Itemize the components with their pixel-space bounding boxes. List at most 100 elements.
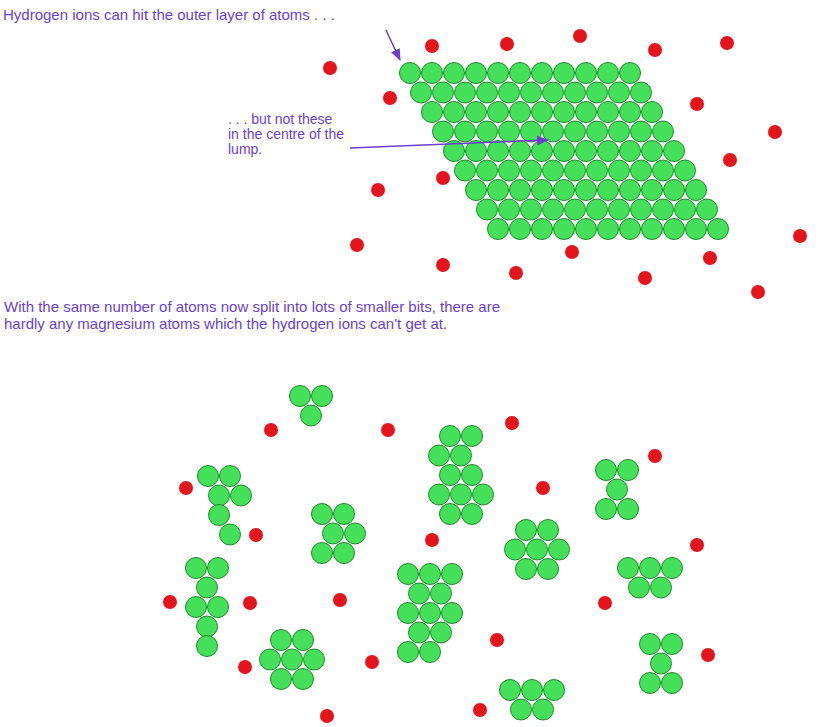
magnesium-atom (664, 141, 685, 162)
magnesium-atom (664, 180, 685, 201)
magnesium-atom (312, 504, 333, 525)
magnesium-atom (609, 160, 630, 181)
magnesium-atom (198, 466, 219, 487)
magnesium-atom (538, 520, 559, 541)
magnesium-atom (440, 465, 461, 486)
magnesium-atom (686, 219, 707, 240)
magnesium-atom (642, 180, 663, 201)
hydrogen-ion (573, 29, 587, 43)
magnesium-atom (208, 558, 229, 579)
magnesium-atom (186, 597, 207, 618)
magnesium-atom (473, 484, 494, 505)
hydrogen-ion (638, 271, 652, 285)
magnesium-atom (505, 539, 526, 560)
magnesium-atom (510, 219, 531, 240)
magnesium-atom (620, 63, 641, 84)
note-label: With the same number of atoms now split … (4, 298, 514, 332)
magnesium-atom (522, 680, 543, 701)
magnesium-atom (477, 121, 498, 142)
hydrogen-ion (648, 449, 662, 463)
hydrogen-ion (163, 595, 177, 609)
magnesium-atom (197, 577, 218, 598)
magnesium-atom (686, 180, 707, 201)
magnesium-atom (598, 219, 619, 240)
magnesium-atom (620, 141, 641, 162)
magnesium-atom (521, 199, 542, 220)
magnesium-atom (422, 63, 443, 84)
magnesium-atom (620, 180, 641, 201)
magnesium-atom (532, 141, 553, 162)
magnesium-atom (629, 577, 650, 598)
magnesium-atom (543, 82, 564, 103)
magnesium-atom (398, 642, 419, 663)
magnesium-atom (554, 180, 575, 201)
hydrogen-ion (264, 423, 278, 437)
magnesium-atom (565, 160, 586, 181)
hydrogen-ion (365, 655, 379, 669)
magnesium-atom (488, 63, 509, 84)
magnesium-atom (651, 577, 672, 598)
magnesium-atom (442, 564, 463, 585)
magnesium-atom (642, 141, 663, 162)
magnesium-atom (640, 634, 661, 655)
magnesium-atom (477, 160, 498, 181)
magnesium-atom (231, 485, 252, 506)
magnesium-atom (422, 102, 443, 123)
magnesium-atom (516, 559, 537, 580)
magnesium-atom (596, 460, 617, 481)
hydrogen-ion (436, 258, 450, 272)
magnesium-atom (543, 160, 564, 181)
magnesium-atom (516, 520, 537, 541)
magnesium-atom (576, 141, 597, 162)
magnesium-atom (596, 499, 617, 520)
magnesium-atom (554, 219, 575, 240)
magnesium-atom (565, 199, 586, 220)
magnesium-atom (208, 597, 229, 618)
magnesium-atom (220, 524, 241, 545)
magnesium-atom (304, 649, 325, 670)
magnesium-atom (511, 699, 532, 720)
magnesium-atom (271, 669, 292, 690)
magnesium-atom (499, 82, 520, 103)
magnesium-atom (455, 82, 476, 103)
magnesium-atom (576, 219, 597, 240)
magnesium-atom (532, 63, 553, 84)
magnesium-atom (409, 622, 430, 643)
magnesium-atom (334, 543, 355, 564)
magnesium-atom (565, 121, 586, 142)
leader-line (386, 30, 400, 60)
magnesium-atom (640, 558, 661, 579)
magnesium-atom (488, 141, 509, 162)
hydrogen-ion (703, 251, 717, 265)
magnesium-atom (455, 121, 476, 142)
hydrogen-ion (690, 538, 704, 552)
magnesium-atom (500, 680, 521, 701)
magnesium-atom (598, 141, 619, 162)
magnesium-atom (462, 426, 483, 447)
magnesium-atom (697, 199, 718, 220)
magnesium-atom (554, 63, 575, 84)
magnesium-atom (499, 121, 520, 142)
leader-line (350, 140, 548, 148)
magnesium-atom (532, 219, 553, 240)
hydrogen-ion (723, 153, 737, 167)
magnesium-atom (653, 160, 674, 181)
magnesium-atom (451, 484, 472, 505)
magnesium-atom (433, 82, 454, 103)
magnesium-atom (488, 219, 509, 240)
hydrogen-ion (425, 533, 439, 547)
magnesium-atom (429, 445, 450, 466)
hydrogen-ion (350, 238, 364, 252)
hydrogen-ion (238, 660, 252, 674)
magnesium-atom (312, 543, 333, 564)
magnesium-atom (653, 199, 674, 220)
magnesium-atom (260, 649, 281, 670)
note-label: Hydrogen ions can hit the outer layer of… (3, 6, 403, 23)
magnesium-atom (420, 642, 441, 663)
magnesium-atom (462, 504, 483, 525)
magnesium-atom (440, 504, 461, 525)
magnesium-atom (662, 673, 683, 694)
hydrogen-ion (565, 245, 579, 259)
hydrogen-ion (243, 596, 257, 610)
